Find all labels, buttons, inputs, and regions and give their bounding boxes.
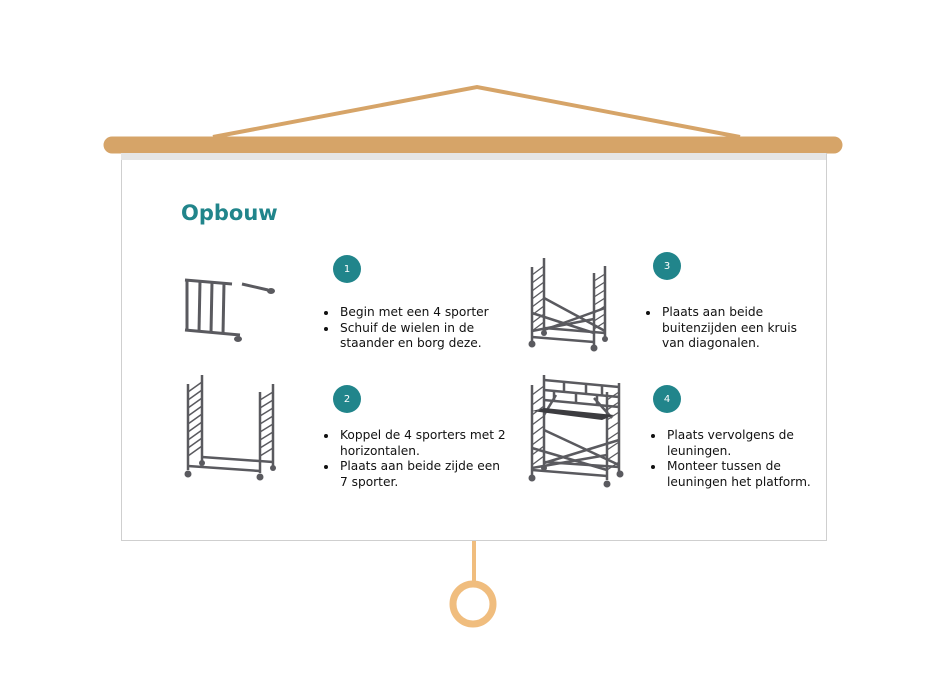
hanging-string bbox=[212, 84, 741, 139]
scaffold-frame-illustration bbox=[184, 278, 275, 342]
scaffold-diagonals-illustration bbox=[528, 258, 608, 352]
step-2-bullets: Koppel de 4 sporters met 2 horizontalen.… bbox=[316, 428, 508, 490]
step-3-bullets: Plaats aan beide buitenzijden een kruis … bbox=[638, 305, 810, 352]
bullet-item: Plaats aan beide buitenzijden een kruis … bbox=[660, 305, 810, 352]
pull-ring[interactable] bbox=[449, 580, 497, 628]
step-4-bullets: Plaats vervolgens de leuningen. Monteer … bbox=[643, 428, 815, 490]
screen-top-band bbox=[121, 153, 826, 160]
bullet-item: Plaats vervolgens de leuningen. bbox=[665, 428, 815, 459]
slide-title: Opbouw bbox=[181, 201, 278, 225]
step-number-badge: 1 bbox=[333, 255, 361, 283]
step-number-badge: 4 bbox=[653, 385, 681, 413]
bullet-item: Plaats aan beide zijde een 7 sporter. bbox=[338, 459, 508, 490]
step-number-badge: 2 bbox=[333, 385, 361, 413]
bullet-item: Koppel de 4 sporters met 2 horizontalen. bbox=[338, 428, 508, 459]
step-number-badge: 3 bbox=[653, 252, 681, 280]
scaffold-base-illustration bbox=[184, 375, 276, 481]
bullet-item: Begin met een 4 sporter bbox=[338, 305, 508, 321]
bullet-item: Monteer tussen de leuningen het platform… bbox=[665, 459, 815, 490]
scaffold-complete-illustration bbox=[528, 375, 624, 488]
step-1-bullets: Begin met een 4 sporter Schuif de wielen… bbox=[316, 305, 508, 352]
slide-screen bbox=[121, 153, 827, 541]
bullet-item: Schuif de wielen in de staander en borg … bbox=[338, 321, 508, 352]
